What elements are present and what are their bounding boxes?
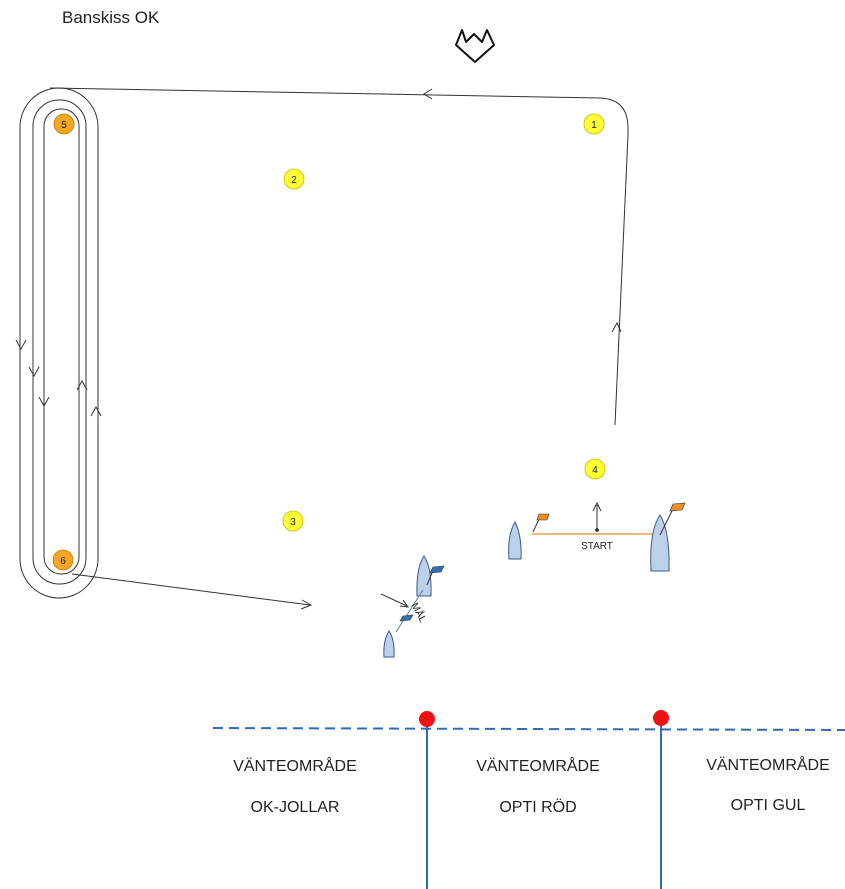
- mark-2: 2: [283, 168, 305, 190]
- arrow-loop-4-icon: [76, 379, 88, 391]
- finish-boat-bottom-icon: [383, 630, 395, 658]
- mark-3-label: 3: [290, 517, 296, 528]
- finish-line-group: MÅL: [380, 555, 445, 658]
- start-label: START: [581, 541, 613, 552]
- mark-5: 5: [53, 113, 75, 135]
- mark-2-label: 2: [291, 175, 297, 186]
- diagram-title: Banskiss OK: [62, 8, 160, 27]
- mark-1-label: 1: [591, 120, 597, 131]
- start-line-group: START: [508, 501, 686, 572]
- start-boat-left-icon: [508, 520, 522, 560]
- waiting-area-2-title: VÄNTEOMRÅDE: [476, 756, 600, 775]
- divider-buoy-1: [419, 711, 435, 727]
- mark-6-label: 6: [60, 556, 66, 567]
- mark-6: 6: [52, 549, 74, 571]
- waiting-area-3-class: OPTI GUL: [731, 797, 806, 814]
- arrow-loop-3-icon: [38, 396, 50, 408]
- wind-arrow-icon: [455, 29, 495, 63]
- finish-line: [395, 589, 424, 633]
- mark-3: 3: [282, 510, 304, 532]
- mark-4-label: 4: [592, 465, 598, 476]
- divider-buoy-2: [653, 710, 669, 726]
- waiting-area-2-class: OPTI RÖD: [499, 798, 576, 816]
- loop-outer: [19, 87, 99, 599]
- arrow-loop-5-icon: [90, 405, 102, 417]
- waiting-area-1-class: OK-JOLLAR: [251, 799, 340, 816]
- finish-label: MÅL: [409, 600, 430, 625]
- start-boat-right-icon: [650, 514, 670, 572]
- arrow-loop-1-icon: [15, 339, 27, 351]
- finish-boat-top-icon: [416, 555, 432, 597]
- finish-flag-bottom-icon: [399, 614, 414, 622]
- loop-middle: [32, 99, 87, 585]
- mark-1: 1: [583, 113, 605, 135]
- arrow-top-icon: [423, 88, 433, 100]
- start-flag-right-icon: [669, 502, 686, 512]
- start-direction-arrowhead-icon: [592, 501, 602, 512]
- course-leg-top: [49, 87, 629, 135]
- start-flag-left-icon: [536, 513, 550, 521]
- waiting-area-3-title: VÄNTEOMRÅDE: [706, 755, 830, 774]
- mark-4: 4: [584, 458, 606, 480]
- arrow-loop-2-icon: [28, 366, 40, 378]
- arrow-finish-leg-icon: [300, 599, 313, 610]
- mark-5-label: 5: [61, 120, 67, 131]
- finish-approach-arrow: [380, 593, 408, 607]
- finish-approach-arrowhead-icon: [399, 599, 410, 608]
- course-leg-to-finish: [71, 573, 311, 606]
- course-leg-right: [614, 134, 629, 426]
- start-pin-dot: [595, 528, 599, 532]
- finish-flag-top-icon: [429, 565, 445, 574]
- waiting-area-1-title: VÄNTEOMRÅDE: [233, 756, 357, 775]
- waiting-area-boundary: [212, 727, 845, 731]
- loop-inner: [43, 108, 80, 575]
- arrow-right-icon: [611, 321, 622, 333]
